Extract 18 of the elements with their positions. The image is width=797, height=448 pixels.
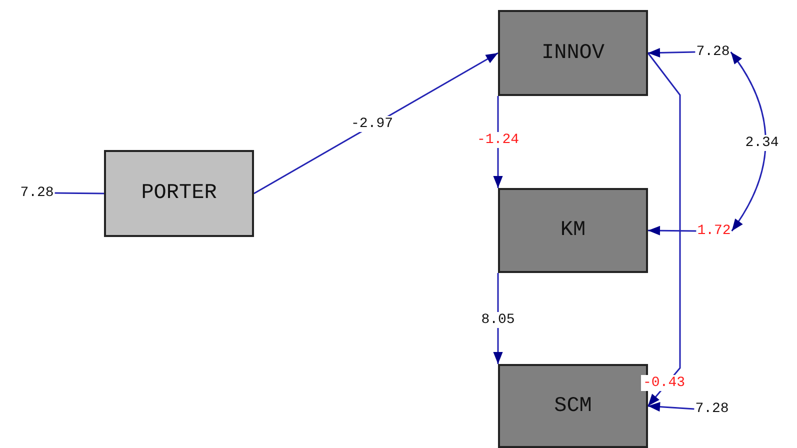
error-variance-value: 7.28 [19, 185, 55, 201]
arrow [730, 52, 766, 232]
edge-label: 2.34 [743, 135, 781, 151]
arrow [648, 402, 694, 412]
error-variance-value: 1.72 [696, 223, 732, 239]
arrow [648, 226, 696, 236]
variable-box: SCM [498, 364, 648, 448]
variable-box: PORTER [104, 150, 254, 237]
arrow [647, 52, 681, 406]
edge-label: -0.43 [641, 375, 687, 391]
variable-box: KM [498, 188, 648, 273]
variable-box: INNOV [498, 10, 648, 96]
arrow [254, 52, 498, 194]
error-variance-value: 7.28 [694, 401, 730, 417]
edge-label: 8.05 [479, 312, 517, 328]
error-variance-value: 7.28 [695, 44, 731, 60]
arrow [648, 48, 696, 58]
connector-line [54, 192, 104, 194]
